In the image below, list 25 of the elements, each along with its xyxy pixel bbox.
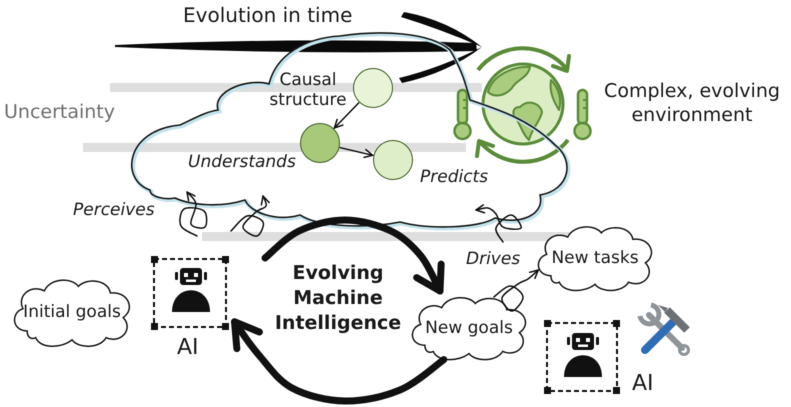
graph-node-circle (300, 123, 340, 163)
cycle-arrow (262, 216, 446, 294)
curly-arrow (230, 195, 270, 237)
node-caption: Causal structure (268, 70, 348, 111)
center-title: Evolving Machine Intelligence (274, 261, 402, 336)
process-label: Understands (188, 152, 296, 172)
cycle-arrow (231, 318, 448, 404)
cloud-label: Initial goals (23, 302, 121, 322)
arrow (334, 102, 360, 129)
curly-arrow (493, 269, 540, 312)
heading-text: Evolution in time (183, 3, 352, 27)
arrow (340, 146, 374, 158)
cloud-label: New goals (425, 317, 513, 338)
curly-arrow (475, 204, 522, 243)
node-label: AI (177, 335, 199, 362)
process-label: Predicts (420, 167, 488, 188)
environment-label: Complex, evolving environment (603, 79, 781, 128)
process-label: Drives (466, 249, 520, 270)
graph-node-circle (373, 140, 413, 180)
graph-node-circle (353, 68, 393, 108)
curly-arrow (179, 191, 208, 237)
process-label: Perceives (73, 200, 155, 220)
side-label: Uncertainty (4, 101, 116, 124)
cloud-label: New tasks (551, 247, 639, 268)
node-label: AI (632, 371, 654, 398)
